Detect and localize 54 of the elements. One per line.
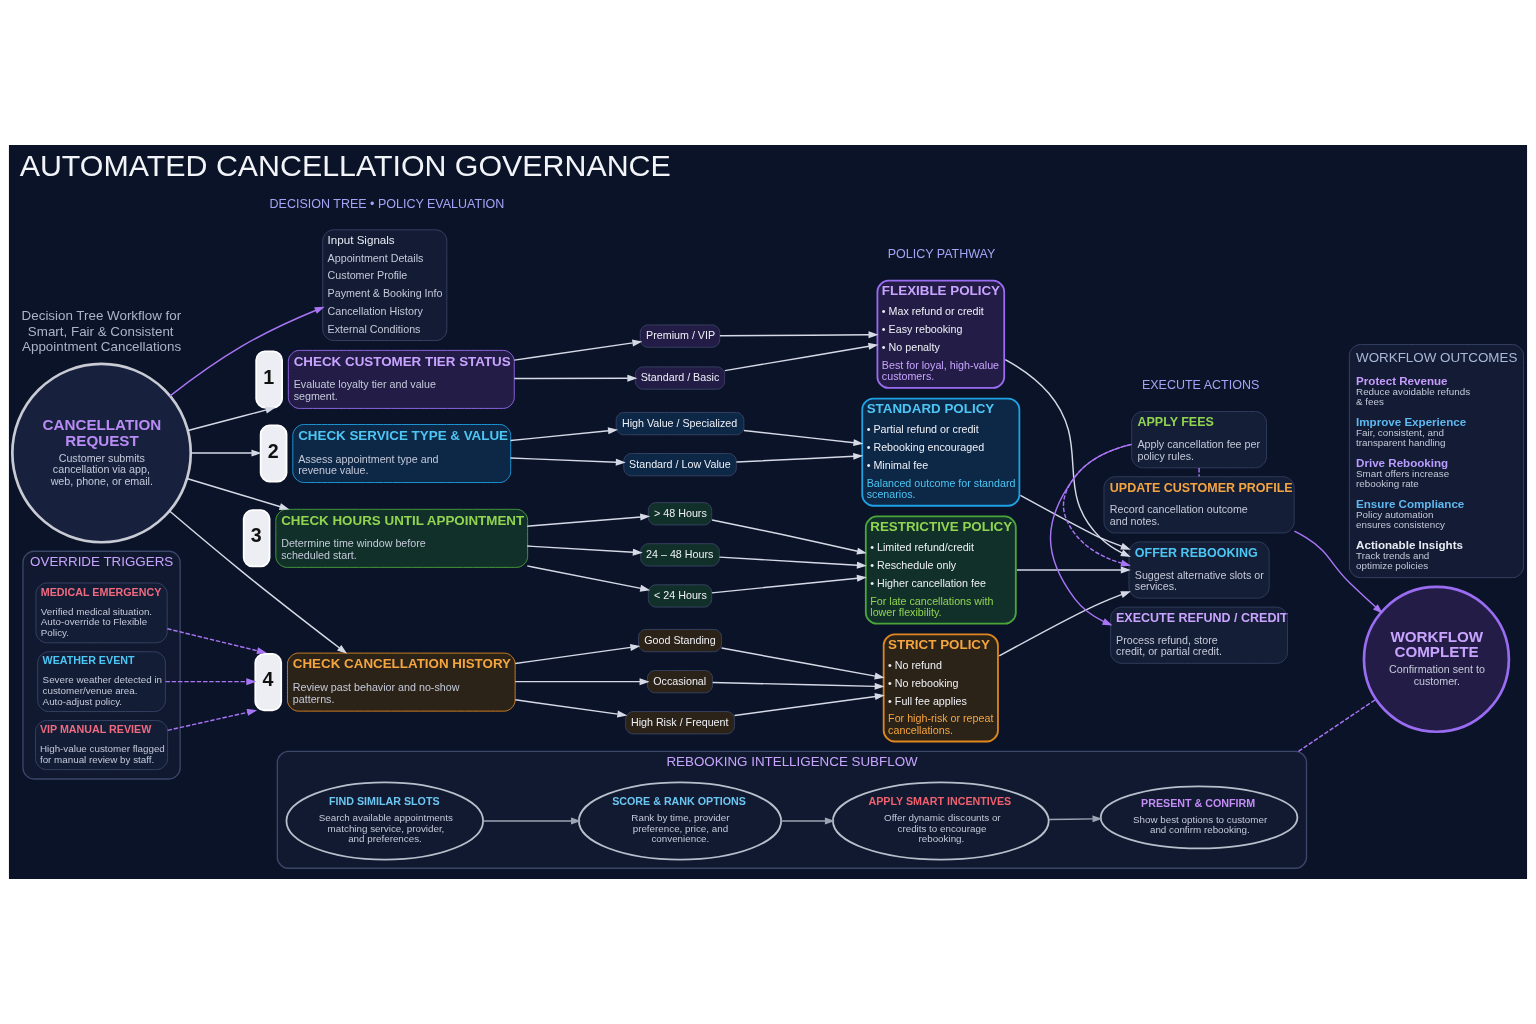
arrow bbox=[186, 477, 290, 510]
arrow bbox=[513, 339, 643, 361]
connector bbox=[1198, 467, 1200, 478]
arrow bbox=[1293, 530, 1383, 614]
arrow bbox=[509, 457, 626, 466]
arrow bbox=[743, 429, 864, 447]
connector bbox=[1297, 698, 1377, 753]
node-label: 4 bbox=[262, 668, 274, 691]
arrow bbox=[514, 699, 628, 718]
arrow bbox=[718, 556, 867, 569]
label: EXECUTE ACTIONS bbox=[1141, 378, 1260, 393]
arrow bbox=[1004, 358, 1131, 557]
arrow bbox=[1016, 566, 1131, 574]
diagram-title: AUTOMATED CANCELLATION GOVERNANCE bbox=[19, 149, 671, 183]
arrow bbox=[514, 643, 641, 665]
node-ellipse: APPLY SMART INCENTIVES Offer dynamic discounts or credits to encourage rebooking. bbox=[832, 781, 1050, 861]
node-circle: WORKFLOW COMPLETE Confirmation sent to customer. bbox=[1362, 585, 1511, 734]
arrow bbox=[1019, 494, 1131, 550]
arrow bbox=[169, 306, 325, 397]
label: POLICY PATHWAY bbox=[887, 247, 996, 262]
arrow bbox=[711, 681, 885, 690]
arrow bbox=[187, 406, 276, 432]
arrow bbox=[166, 628, 267, 655]
arrow bbox=[526, 545, 643, 556]
node-label: 1 bbox=[263, 365, 275, 388]
arrow bbox=[513, 374, 638, 382]
arrow bbox=[509, 427, 619, 442]
node-ellipse: FIND SIMILAR SLOTS Search available appointments matching service, provider, and preferences. bbox=[285, 781, 484, 861]
arrow bbox=[1049, 443, 1133, 626]
arrow bbox=[167, 709, 258, 732]
arrow bbox=[711, 574, 867, 594]
arrow bbox=[1048, 815, 1103, 823]
arrow bbox=[526, 565, 651, 592]
arrow bbox=[998, 591, 1131, 657]
arrow bbox=[526, 513, 651, 527]
arrow bbox=[190, 449, 262, 457]
arrow bbox=[514, 678, 650, 686]
arrow bbox=[711, 519, 867, 555]
arrow bbox=[724, 342, 879, 372]
arrow bbox=[719, 331, 879, 339]
label: Decision Tree Workflow for Smart, Fair & Consistent Appointment Cancellations bbox=[21, 308, 182, 354]
node-circle: CANCELLATION REQUEST Customer submits cancellation via app, web, phone, or email. bbox=[11, 362, 193, 544]
arrow bbox=[720, 647, 885, 680]
arrow bbox=[482, 817, 581, 825]
node-label: 2 bbox=[267, 439, 279, 462]
node-ellipse: PRESENT & CONFIRM Show best options to customer and confirm rebooking. bbox=[1099, 785, 1299, 850]
node-label: 3 bbox=[250, 524, 262, 547]
arrow bbox=[164, 678, 257, 686]
arrow bbox=[1062, 443, 1133, 567]
node-ellipse: SCORE & RANK OPTIONS Rank by time, provider preference, price, and convenience. bbox=[578, 781, 783, 861]
arrow bbox=[780, 817, 835, 825]
arrow bbox=[733, 693, 885, 717]
label: DECISION TREE • POLICY EVALUATION bbox=[269, 197, 505, 212]
arrow bbox=[735, 452, 864, 463]
